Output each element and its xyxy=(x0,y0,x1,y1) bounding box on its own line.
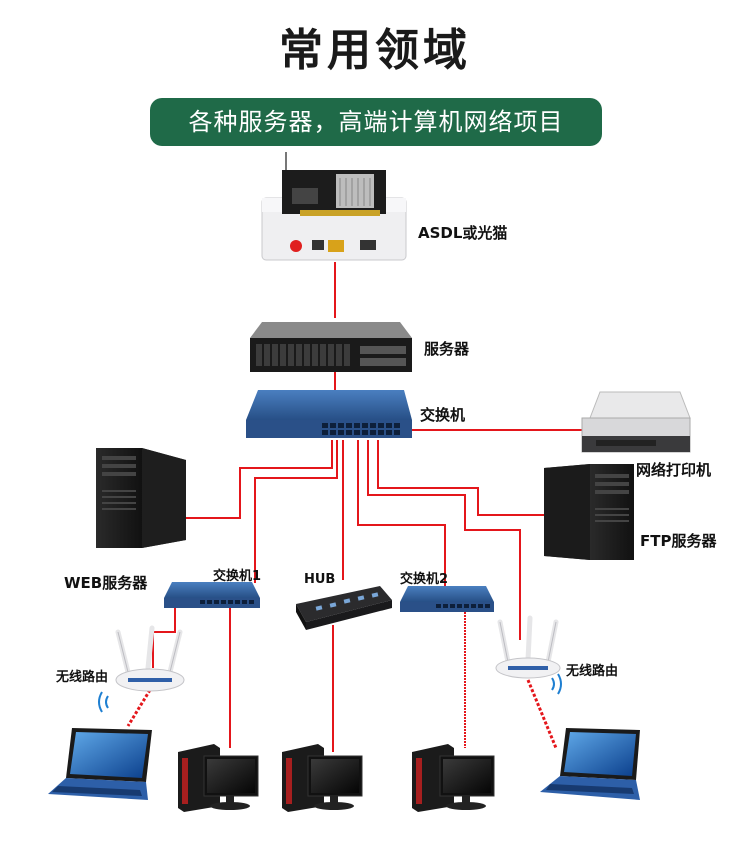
desktop-pc-2 xyxy=(282,744,363,812)
wireless-router-right xyxy=(495,615,562,695)
desktop-pc-1 xyxy=(178,744,259,812)
wireless-link-left xyxy=(126,689,152,727)
link-switch-webserver xyxy=(185,440,333,519)
wireless-link-right xyxy=(526,679,558,749)
link-switch1-router-left xyxy=(152,605,176,668)
label-switch1: 交换机1 xyxy=(213,569,262,584)
label-router-left: 无线路由 xyxy=(56,670,109,685)
label-ftp-server: FTP服务器 xyxy=(640,532,717,550)
ethernet-port-icon xyxy=(328,240,344,252)
web-server-tower xyxy=(96,448,186,548)
switch2-device xyxy=(400,586,494,612)
printer-device xyxy=(581,391,691,453)
label-main-switch: 交换机 xyxy=(420,406,466,424)
link-switch-switch2 xyxy=(357,440,446,590)
desktop-pc-3 xyxy=(412,744,495,812)
modem-device xyxy=(261,152,407,261)
network-links xyxy=(152,262,585,752)
wifi-signal-icon xyxy=(98,691,109,713)
label-hub: HUB xyxy=(304,572,336,587)
label-server: 服务器 xyxy=(424,340,470,358)
wifi-signal-icon xyxy=(551,673,562,695)
ftp-server-tower xyxy=(544,464,634,560)
switch1-device xyxy=(164,582,260,608)
subtitle-text: 各种服务器，高端计算机网络项目 xyxy=(188,108,564,136)
wireless-links xyxy=(126,679,558,749)
power-button-icon xyxy=(290,240,302,252)
label-printer: 网络打印机 xyxy=(636,461,712,479)
main-switch-device xyxy=(246,390,412,438)
page-title: 常用领域 xyxy=(279,25,471,76)
label-modem: ASDL或光猫 xyxy=(418,224,508,242)
rack-server-device xyxy=(250,322,412,372)
laptop-left xyxy=(48,728,152,800)
link-switch-switch1 xyxy=(254,440,338,583)
laptop-right xyxy=(540,728,640,800)
label-switch2: 交换机2 xyxy=(400,572,449,587)
wireless-router-left xyxy=(98,625,185,713)
label-router-right: 无线路由 xyxy=(566,664,619,679)
subtitle-banner: 各种服务器，高端计算机网络项目 xyxy=(150,98,602,146)
label-web-server: WEB服务器 xyxy=(64,574,148,592)
link-switch-router-right xyxy=(367,440,521,640)
hub-device xyxy=(296,586,392,630)
link-switch-ftpserver xyxy=(377,440,545,516)
